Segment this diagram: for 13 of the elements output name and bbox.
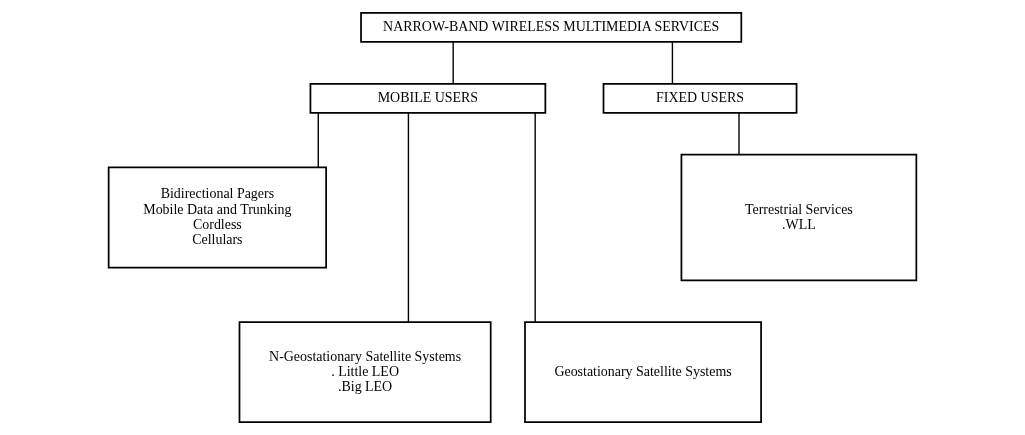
node-box: MOBILE USERS xyxy=(309,82,547,114)
node-box: Bidirectional Pagers Mobile Data and Trunking Cordless Cellulars xyxy=(107,166,327,269)
node-box: N-Geostationary Satellite Systems . Little LEO .Big LEO xyxy=(238,321,492,424)
connector xyxy=(671,41,674,85)
node-box: Geostationary Satellite Systems xyxy=(524,321,762,424)
node-box: Terrestrial Services .WLL xyxy=(680,153,918,282)
connector xyxy=(534,112,536,323)
connector xyxy=(738,112,740,156)
node-box: NARROW-BAND WIRELESS MULTIMEDIA SERVICES xyxy=(360,11,743,43)
connector xyxy=(407,112,410,323)
connector xyxy=(452,41,454,85)
node-box: FIXED USERS xyxy=(602,82,798,114)
connector xyxy=(317,112,319,168)
